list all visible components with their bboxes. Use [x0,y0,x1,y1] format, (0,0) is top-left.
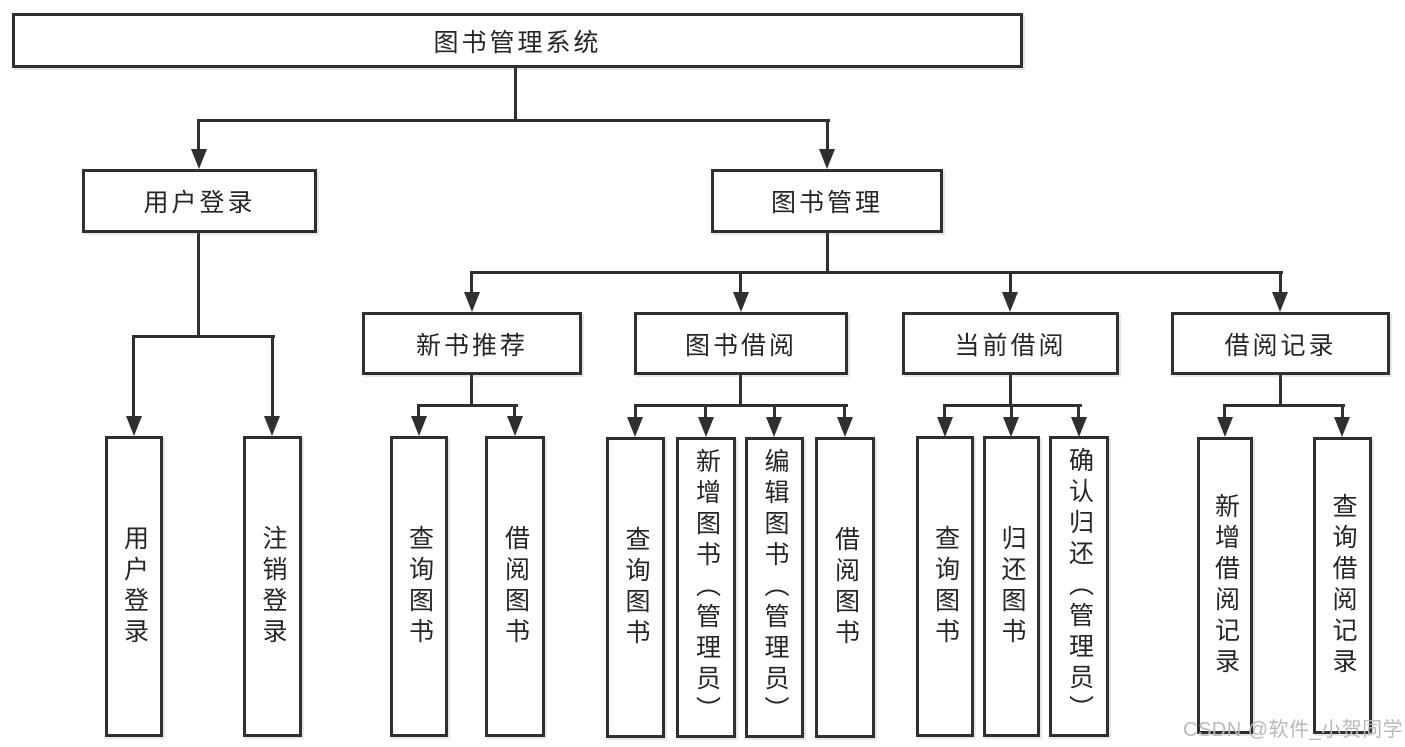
connector-to-bb-query [634,404,637,423]
leaf-logout-label: 注销登录 [259,524,287,649]
leaf-borrow-borrow-book-label: 借阅图书 [831,525,860,650]
connector-new-book-bus [417,404,518,407]
node-book-management: 图书管理 [711,169,943,233]
leaf-current-return-book: 归还图书 [983,436,1040,737]
connector-to-new-book [470,271,473,297]
connector-to-book-management [826,119,829,154]
leaf-records-query-record-label: 查询借阅记录 [1329,492,1357,679]
arrow-to-borrow-records [1272,292,1288,312]
leaf-borrow-add-book-admin-label: 新增图书（管理员） [692,448,721,727]
arrow-to-rec-borrow [507,416,523,436]
arrow-to-leaf-login [126,416,142,436]
node-new-book-recommend-label: 新书推荐 [415,331,528,360]
leaf-borrow-query-book: 查询图书 [606,437,665,738]
arrow-to-leaf-logout [264,416,280,436]
leaf-recommend-borrow-book: 借阅图书 [485,436,545,737]
connector-to-cb-query [943,404,946,423]
node-new-book-recommend: 新书推荐 [362,312,582,375]
leaf-records-query-record: 查询借阅记录 [1313,437,1372,734]
node-user-login-label: 用户登录 [143,189,256,217]
node-borrow-records-label: 借阅记录 [1224,331,1337,360]
leaf-borrow-add-book-admin: 新增图书（管理员） [676,437,736,738]
leaf-current-confirm-return-admin-label: 确认归还（管理员） [1065,447,1094,726]
leaf-borrow-query-book-label: 查询图书 [622,525,650,650]
node-book-management-label: 图书管理 [770,189,883,217]
arrow-to-br-query [1334,417,1350,437]
leaf-logout: 注销登录 [243,436,302,737]
node-book-borrow-label: 图书借阅 [684,331,797,360]
connector-to-user-login [197,119,200,154]
connector-to-bb-borrow [843,404,846,423]
leaf-recommend-borrow-book-label: 借阅图书 [501,524,530,649]
connector-to-bb-add [704,404,707,423]
node-book-borrow: 图书借阅 [634,312,848,375]
arrow-to-bb-edit [766,417,782,437]
arrow-to-bb-query [627,417,643,437]
leaf-user-login: 用户登录 [105,436,163,737]
arrow-to-bb-borrow [837,417,853,437]
connector-user-login-drop [197,231,200,338]
connector-book-management-drop [826,231,829,274]
leaf-records-add-record: 新增借阅记录 [1197,437,1253,734]
connector-to-current-borrow [1009,271,1012,297]
leaf-user-login-label: 用户登录 [120,524,149,649]
leaf-records-add-record-label: 新增借阅记录 [1211,492,1240,679]
arrow-to-cb-confirm [1071,417,1087,437]
arrow-to-current-borrow [1002,292,1018,312]
connector-to-cb-confirm [1077,404,1080,423]
leaf-recommend-query-book-label: 查询图书 [405,524,434,649]
connector-borrow-records-bus [1223,404,1345,407]
node-current-borrow: 当前借阅 [902,312,1119,375]
connector-to-leaf-logout [271,335,274,420]
leaf-current-query-book-label: 查询图书 [931,524,960,649]
arrow-to-new-book [464,292,480,312]
connector-to-rec-query [417,404,420,422]
connector-root-bus [197,119,830,122]
arrow-to-bb-add [698,417,714,437]
leaf-borrow-borrow-book: 借阅图书 [815,437,875,738]
connector-new-book-drop [470,373,473,407]
connector-current-borrow-drop [1009,373,1012,407]
node-user-login: 用户登录 [82,169,317,233]
node-borrow-records: 借阅记录 [1171,312,1390,375]
connector-to-br-add [1223,404,1226,423]
connector-root-drop [514,66,517,121]
leaf-borrow-edit-book-admin: 编辑图书（管理员） [745,437,804,738]
connector-to-cb-return [1010,404,1013,423]
node-root-label: 图书管理系统 [433,28,602,57]
connector-to-br-query [1341,404,1344,423]
connector-user-login-bus [132,335,275,338]
connector-borrow-records-drop [1279,373,1282,407]
node-root: 图书管理系统 [12,13,1023,68]
connector-book-borrow-bus [634,404,848,407]
arrow-to-rec-query [411,416,427,436]
leaf-borrow-edit-book-admin-label: 编辑图书（管理员） [761,448,789,727]
node-current-borrow-label: 当前借阅 [954,331,1067,360]
arrow-to-book-management [819,149,835,169]
arrow-to-cb-query [937,417,953,437]
csdn-watermark: CSDN @软件_小贺同学 [1183,719,1404,741]
connector-to-leaf-login [132,335,135,420]
leaf-recommend-query-book: 查询图书 [390,436,448,737]
connector-to-book-borrow [739,271,742,297]
connector-book-management-bus [470,271,1283,274]
arrow-to-user-login [191,149,207,169]
connector-to-rec-borrow [513,404,516,422]
arrow-to-book-borrow [733,292,749,312]
arrow-to-br-add [1217,417,1233,437]
leaf-current-return-book-label: 归还图书 [998,524,1026,649]
leaf-current-query-book: 查询图书 [916,436,974,737]
connector-book-borrow-drop [739,373,742,407]
connector-to-bb-edit [773,404,776,423]
leaf-current-confirm-return-admin: 确认归还（管理员） [1049,436,1109,737]
arrow-to-cb-return [1003,417,1019,437]
connector-to-borrow-records [1279,271,1282,297]
